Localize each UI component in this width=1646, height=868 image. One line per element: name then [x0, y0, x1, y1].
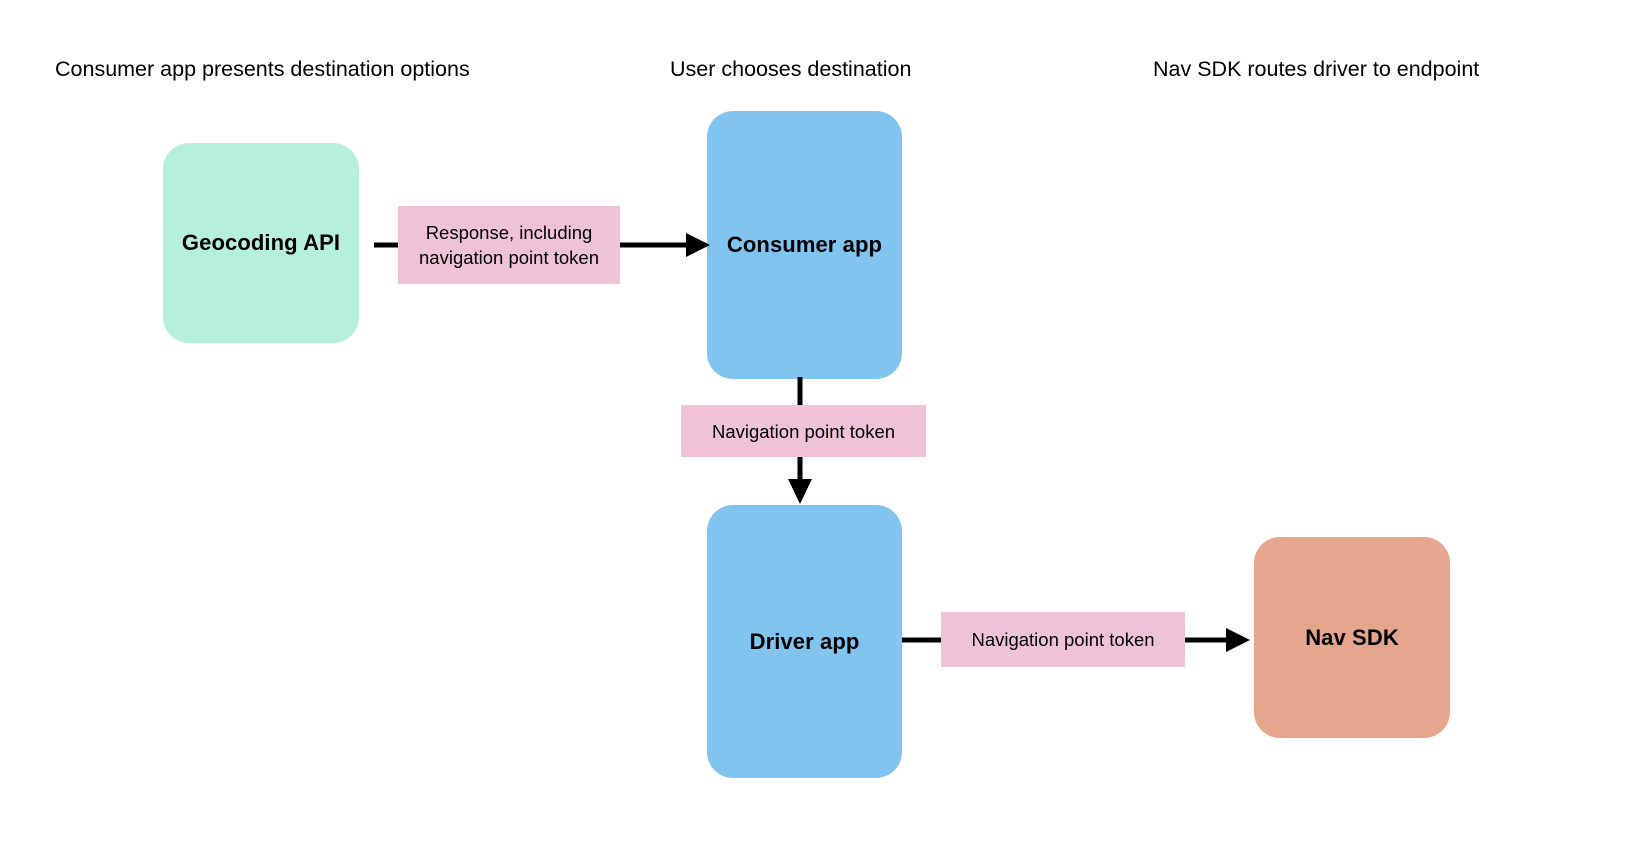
node-nav-sdk-label: Nav SDK [1305, 624, 1399, 650]
node-geocoding-api: Geocoding API [163, 143, 359, 343]
node-consumer-app-label: Consumer app [726, 232, 883, 257]
edge-label-navigation-point-token-consumer-to-driver: Navigation point token [681, 405, 926, 457]
edge-label-navigation-point-token-driver-to-navsdk: Navigation point token [941, 612, 1185, 667]
node-driver-app: Driver app [707, 505, 902, 778]
node-nav-sdk: Nav SDK [1254, 537, 1450, 738]
stage-caption-navsdk: Nav SDK routes driver to endpoint [1153, 57, 1480, 81]
edge-label-response-including-navigation-point-token: Response, including navigation point tok… [398, 206, 620, 284]
stage-caption-consumer: Consumer app presents destination option… [55, 57, 470, 81]
node-driver-app-label: Driver app [749, 628, 860, 654]
node-consumer-app: Consumer app [707, 111, 902, 379]
stage-caption-user: User chooses destination [670, 57, 912, 81]
node-geocoding-api-label: Geocoding API [181, 230, 341, 255]
